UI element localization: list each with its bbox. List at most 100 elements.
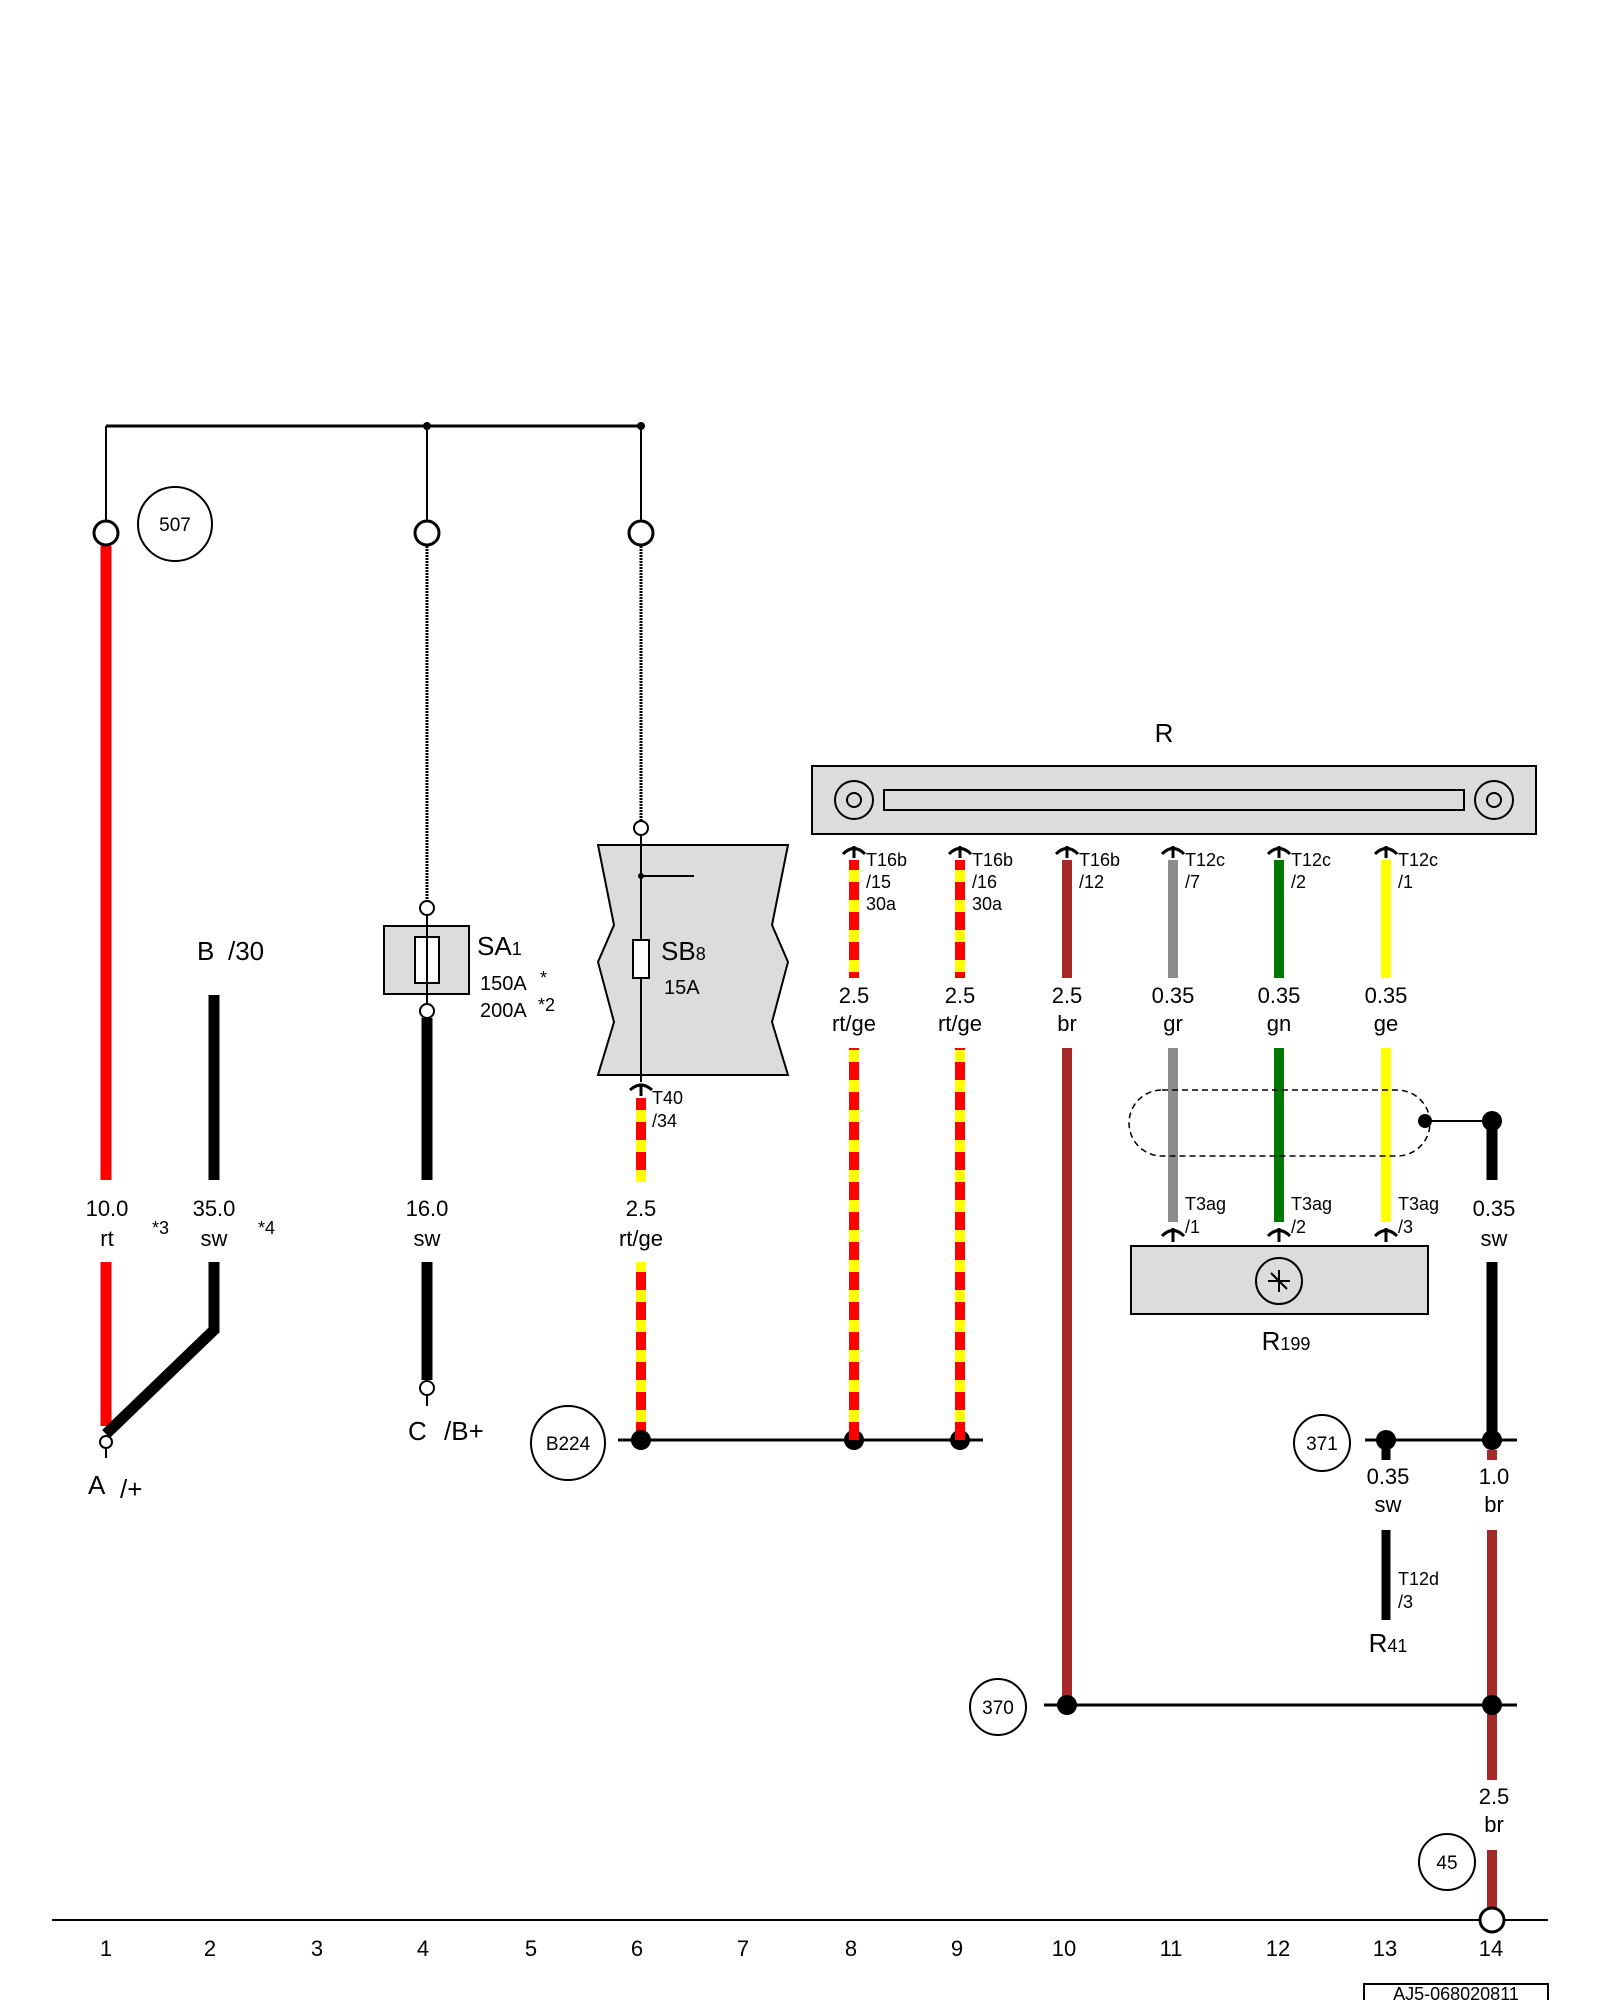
wire-col6-lower (636, 1262, 646, 1440)
t12d-3-pin: /3 (1398, 1592, 1413, 1612)
ref-circle-370: 370 (969, 1678, 1027, 1736)
column-number: 3 (311, 1936, 323, 1961)
wire-size-col12: 0.35 (1258, 983, 1301, 1008)
t12c-2-label: T12c (1291, 850, 1331, 870)
r-label: R (1155, 718, 1174, 748)
column-number: 13 (1373, 1936, 1397, 1961)
t3ag-2-pin: /2 (1291, 1217, 1306, 1237)
wire-color-col8: rt/ge (832, 1011, 876, 1036)
column-number: 2 (204, 1936, 216, 1961)
wire-size-col9: 2.5 (945, 983, 976, 1008)
column-number: 1 (100, 1936, 112, 1961)
t12c-2-pin: /2 (1291, 872, 1306, 892)
t3ag-3-label: T3ag (1398, 1194, 1439, 1214)
ref-circle-371: 371 (1293, 1414, 1351, 1472)
wire-color-col14b: br (1484, 1492, 1504, 1517)
t16b-16-label: T16b (972, 850, 1013, 870)
t16b-12-label: T16b (1079, 850, 1120, 870)
ref-circle-b224: B224 (530, 1405, 606, 1481)
t16b-15-term: 30a (866, 894, 897, 914)
wire-color-col14a: sw (1481, 1226, 1508, 1251)
component-r (811, 765, 1537, 835)
wire-color-col14c: br (1484, 1812, 1504, 1837)
terminal-b-letter: B (197, 936, 214, 966)
t16b-15-label: T16b (866, 850, 907, 870)
sa1-label-main: SA1 (477, 931, 522, 961)
sa1-mark-1: * (540, 968, 547, 988)
column-number: 4 (417, 1936, 429, 1961)
t3ag-2-label: T3ag (1291, 1194, 1332, 1214)
fuse-sa1 (383, 916, 470, 1004)
pins-r (841, 846, 1399, 858)
sb8-label-main: SB8 (661, 936, 706, 966)
wire-size-col1: 10.0 (86, 1196, 129, 1221)
wire-size-col8: 2.5 (839, 983, 870, 1008)
ref-45-text: 45 (1436, 1853, 1457, 1874)
wire-color-col11: gr (1163, 1011, 1183, 1036)
wire-size-col11: 0.35 (1152, 983, 1195, 1008)
t40-label: T40 (652, 1088, 683, 1108)
top-bus (105, 422, 645, 520)
column-number: 8 (845, 1936, 857, 1961)
wire-col2 (102, 995, 220, 1438)
ground-terminal (1478, 1906, 1506, 1934)
t12c-7-pin: /7 (1185, 872, 1200, 892)
cable-shield (1128, 1089, 1502, 1157)
t16b-16-term: 30a (972, 894, 1003, 914)
wire-color-col4: sw (414, 1226, 441, 1251)
wire-size-col13b: 0.35 (1367, 1464, 1410, 1489)
wire-color-col10: br (1057, 1011, 1077, 1036)
wire-col6-upper (636, 1098, 646, 1182)
terminal-b-sub: /30 (228, 936, 264, 966)
wire-col6 (627, 519, 655, 836)
column-number: 14 (1479, 1936, 1503, 1961)
sb8-rating: 15A (664, 977, 700, 999)
t3ag-3-pin: /3 (1398, 1217, 1413, 1237)
wire-size-col14b: 1.0 (1479, 1464, 1510, 1489)
terminal-a-sub: /+ (120, 1474, 142, 1504)
wire-color-col6: rt/ge (619, 1226, 663, 1251)
t12c-7-label: T12c (1185, 850, 1225, 870)
wire-color-col1: rt (100, 1226, 113, 1251)
t12c-1-label: T12c (1398, 850, 1438, 870)
fuse-box-sb8 (596, 835, 790, 1082)
column-number: 10 (1052, 1936, 1076, 1961)
wire-color-col2: sw (201, 1226, 228, 1251)
terminal-c-sub: /B+ (444, 1416, 484, 1446)
wire-color-col13: ge (1374, 1011, 1398, 1036)
wire-color-col9: rt/ge (938, 1011, 982, 1036)
r199-label: R199 (1262, 1326, 1311, 1356)
t16b-16-pin: /16 (972, 872, 997, 892)
terminal-a (99, 1435, 113, 1458)
column-number: 5 (525, 1936, 537, 1961)
document-id-box: AJ5-068020811 (1363, 1983, 1549, 2000)
bus-b224 (618, 1430, 983, 1450)
sa1-rating-1: 150A (480, 973, 527, 995)
t3ag-1-label: T3ag (1185, 1194, 1226, 1214)
t16b-15-pin: /15 (866, 872, 891, 892)
wire-size-col2: 35.0 (193, 1196, 236, 1221)
wire-color-col12: gn (1267, 1011, 1291, 1036)
wire-size-col6: 2.5 (626, 1196, 657, 1221)
ref-370-text: 370 (982, 1698, 1014, 1719)
t12c-1-pin: /1 (1398, 872, 1413, 892)
t16b-12-pin: /12 (1079, 872, 1104, 892)
wire-col9-lower (955, 1048, 965, 1440)
ref-371-text: 371 (1306, 1434, 1338, 1455)
component-r199 (1130, 1245, 1429, 1315)
ref-circle-507: 507 (137, 486, 213, 562)
wire-col4 (413, 519, 441, 1406)
terminal-c-letter: C (408, 1416, 427, 1446)
r41-label: R41 (1369, 1628, 1408, 1658)
sa1-rating-2: 200A (480, 1000, 527, 1022)
pins-t3ag (1160, 1228, 1399, 1242)
t3ag-1-pin: /1 (1185, 1217, 1200, 1237)
wire-col1 (92, 519, 120, 1426)
wire-size-col4: 16.0 (406, 1196, 449, 1221)
sa1-mark-2: *2 (538, 995, 555, 1015)
t40-pin: /34 (652, 1111, 677, 1131)
ref-507-text: 507 (159, 515, 191, 536)
wire-col9-upper (955, 860, 965, 978)
footnote-col1: *3 (152, 1218, 169, 1238)
